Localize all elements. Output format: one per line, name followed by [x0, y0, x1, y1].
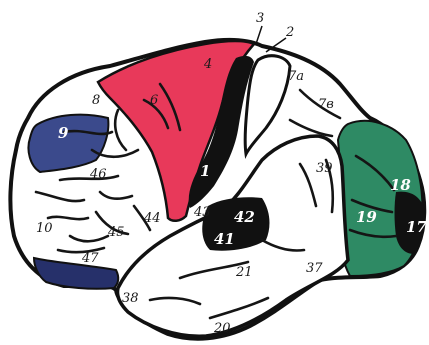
area-label-19: 19 — [356, 208, 377, 226]
area-label-41: 41 — [214, 230, 235, 248]
leader-line-3 — [256, 26, 262, 44]
area-label-21: 21 — [235, 265, 253, 280]
area-label-38: 38 — [122, 291, 139, 306]
area-label-45: 45 — [107, 225, 125, 240]
area-label-10: 10 — [36, 221, 53, 236]
area-label-9: 9 — [58, 124, 69, 142]
area-label-37: 37 — [306, 261, 323, 276]
area-label-43: 43 — [193, 205, 211, 220]
area-label-3: 3 — [256, 11, 264, 26]
area-label-46: 46 — [89, 167, 107, 182]
area-label-7a: 7a — [288, 69, 304, 84]
area-label-4: 4 — [203, 57, 212, 72]
area-label-20: 20 — [213, 321, 231, 336]
area-label-1: 1 — [200, 162, 210, 180]
area-label-39: 39 — [316, 161, 333, 176]
area-label-2: 2 — [285, 25, 294, 40]
area-label-17: 17 — [406, 218, 427, 236]
area-label-42: 42 — [234, 208, 255, 226]
area-label-6: 6 — [150, 93, 158, 108]
area-label-47: 47 — [81, 251, 99, 266]
area-label-44: 44 — [143, 211, 161, 226]
area-label-8: 8 — [92, 93, 100, 108]
area-label-18: 18 — [390, 176, 411, 194]
area-label-7b: 7в — [318, 97, 334, 112]
